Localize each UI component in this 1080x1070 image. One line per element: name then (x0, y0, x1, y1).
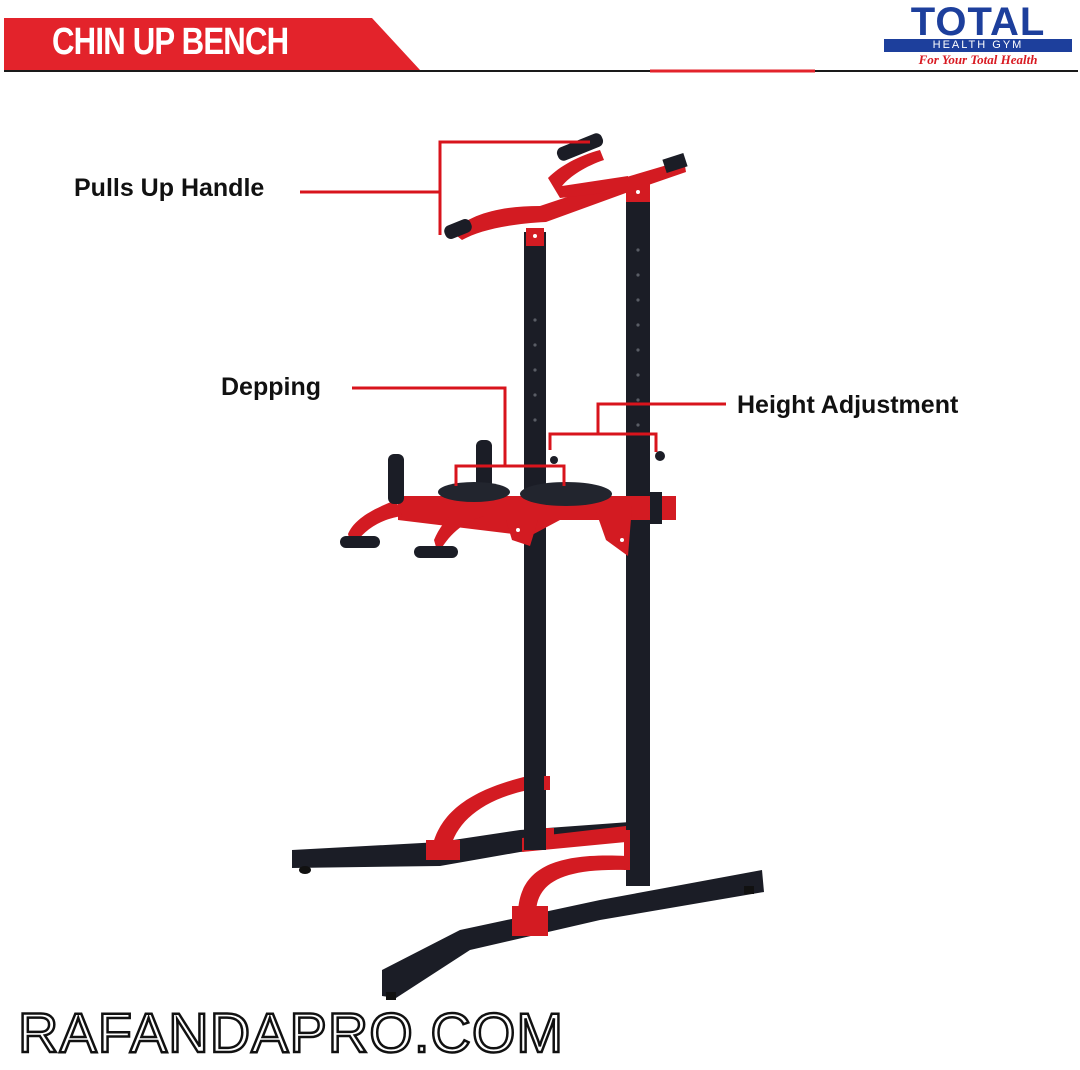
logo-subtitle-bar: HEALTH GYM (884, 39, 1072, 52)
callout-depping: Depping (221, 373, 321, 401)
callout-height-adjustment: Height Adjustment (737, 391, 959, 419)
base-frame (292, 776, 764, 1000)
banner-ribbon (4, 18, 420, 70)
logo-tagline: For Your Total Health (918, 52, 1038, 67)
page-title: CHIN UP BENCH (52, 21, 289, 63)
bracket-pulls-up-handle (438, 140, 590, 235)
watermark-text: RAFANDAPRO.COM (17, 1000, 565, 1066)
logo-subtitle: HEALTH GYM (932, 39, 1024, 51)
callout-leaders (300, 140, 726, 486)
logo-brand-text: TOTAL (910, 0, 1046, 44)
callout-pulls-up-handle: Pulls Up Handle (74, 174, 265, 202)
pull-up-handle (444, 133, 688, 246)
leader-depping (352, 386, 507, 466)
dip-station (340, 440, 676, 558)
bracket-height-adjustment (548, 432, 658, 452)
uprights (524, 186, 650, 886)
leader-height-adjustment (596, 402, 726, 434)
bracket-depping (454, 464, 566, 486)
brand-logo: TOTAL HEALTH GYM For Your Total Health (880, 2, 1076, 68)
header-banner (4, 18, 1078, 73)
